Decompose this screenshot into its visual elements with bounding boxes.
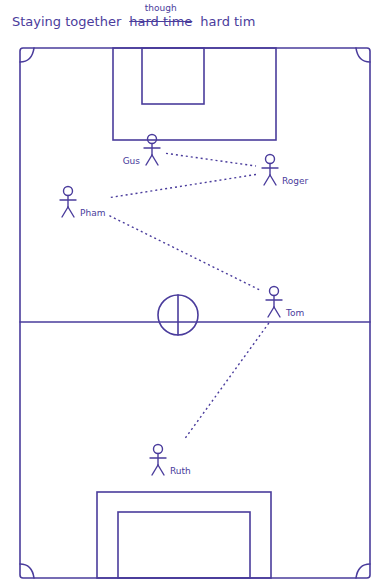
pass-line <box>185 323 269 439</box>
player-name: Tom <box>286 308 304 319</box>
player-name: Gus <box>123 156 140 167</box>
stick-figure <box>264 285 284 319</box>
player-name: Ruth <box>170 466 191 477</box>
title: Staying together <box>12 14 121 29</box>
player: Pham <box>56 183 107 221</box>
note-text: though <box>145 3 177 13</box>
pass-line <box>166 153 256 166</box>
player: Ruth <box>146 441 193 479</box>
pass-line <box>109 216 260 290</box>
player: Tom <box>262 283 306 321</box>
stick-figure <box>58 185 78 219</box>
pass-line <box>109 174 256 197</box>
player: Gus <box>121 131 164 169</box>
player-name: Roger <box>282 176 308 187</box>
note-text: hard time <box>129 14 192 29</box>
stick-figure <box>260 153 280 187</box>
player-name: Pham <box>80 208 105 219</box>
stick-figure <box>148 443 168 477</box>
stick-figure <box>142 133 162 167</box>
player: Roger <box>258 151 310 189</box>
note-text: hard tim <box>200 14 255 29</box>
